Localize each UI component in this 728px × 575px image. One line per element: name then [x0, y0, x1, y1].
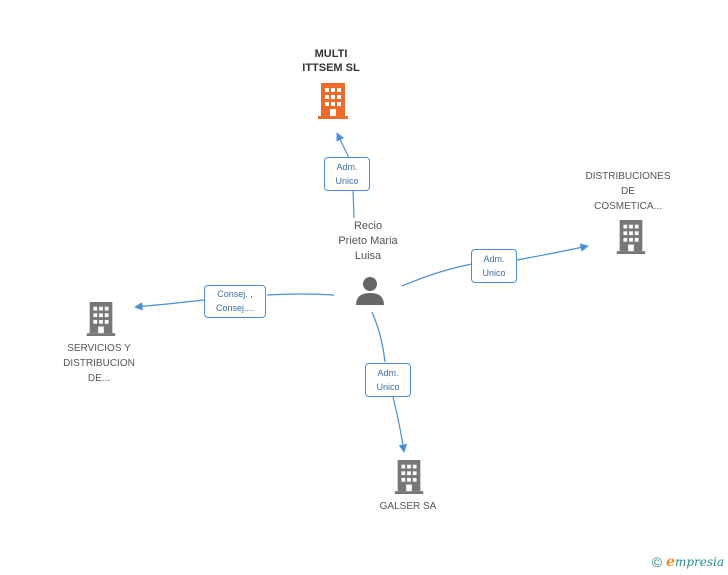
- building-icon[interactable]: [615, 220, 647, 254]
- edge-label-to-multi[interactable]: Adm. Unico: [324, 157, 370, 191]
- building-icon[interactable]: [394, 460, 424, 494]
- edge-line-to-servicios: [135, 293, 335, 307]
- edge-label-to-distribuciones[interactable]: Adm. Unico: [471, 249, 517, 283]
- node-label-galser[interactable]: GALSER SA: [379, 501, 437, 512]
- edge-label-to-servicios[interactable]: Consej. , Consej....: [204, 285, 266, 318]
- building-icon[interactable]: [318, 83, 348, 119]
- node-label-distribuciones[interactable]: DISTRIBUCIONES DE COSMETICA...: [585, 171, 671, 212]
- building-icon[interactable]: [86, 302, 116, 336]
- node-label-servicios[interactable]: SERVICIOS Y DISTRIBUCION DE...: [63, 343, 135, 384]
- copyright-icon: ©: [651, 554, 663, 570]
- edge-line-to-multi: [337, 133, 355, 219]
- edge-line-to-galser: [371, 311, 404, 452]
- brand-logo: empresia: [666, 554, 724, 570]
- edge-label-to-galser[interactable]: Adm. Unico: [365, 363, 411, 397]
- node-label-center[interactable]: Recio Prieto Maria Luisa: [338, 220, 398, 262]
- person-icon[interactable]: [355, 276, 385, 305]
- footer-brand[interactable]: © empresia: [652, 553, 724, 571]
- node-label-multi[interactable]: MULTI ITTSEM SL: [302, 48, 360, 74]
- edge-line-to-distribuciones: [401, 246, 588, 287]
